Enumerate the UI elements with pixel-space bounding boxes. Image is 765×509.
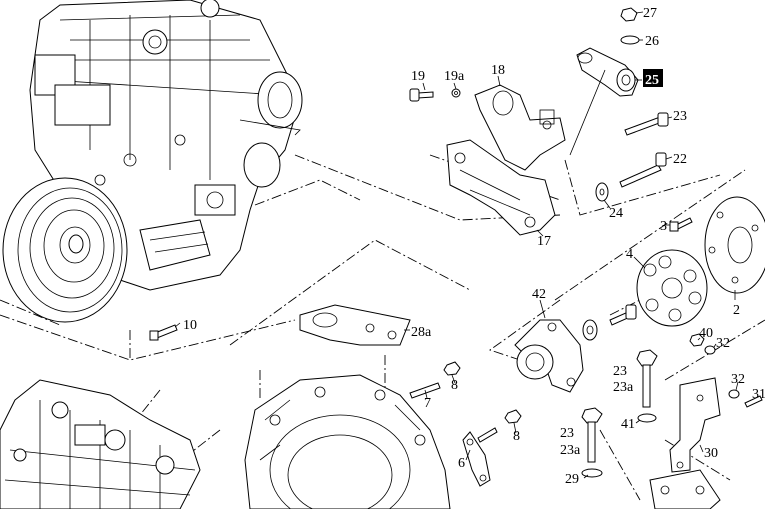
bolt-19 [409, 88, 434, 102]
nut-8a [443, 361, 461, 376]
coupling-hub-bolt [582, 304, 637, 341]
flywheel [2, 177, 128, 323]
plate-28a [299, 304, 411, 346]
callout-40: 40 [699, 326, 713, 341]
callout-8-lower: 8 [513, 429, 520, 444]
washer-32b [728, 389, 740, 399]
callout-4: 4 [626, 247, 633, 262]
callout-32-lower: 32 [731, 372, 745, 387]
flywheel-housing [244, 374, 451, 509]
bolt-31 [744, 395, 763, 408]
callout-29: 29 [565, 472, 579, 487]
callout-25-highlight [643, 69, 663, 87]
stud-near-6 [477, 427, 498, 443]
bracket-17 [446, 139, 556, 236]
bolt-23 [624, 112, 669, 136]
callout-23a-low: 23a [560, 443, 581, 458]
callout-19: 19 [411, 69, 425, 84]
bolt-22 [619, 152, 667, 188]
callout-2: 2 [733, 303, 740, 318]
callout-26: 26 [645, 34, 659, 49]
callout-25: 25 [645, 73, 659, 88]
bracket-18 [474, 84, 566, 171]
nut-8b [504, 409, 522, 424]
callout-22: 22 [673, 152, 687, 167]
leader-lines [174, 11, 739, 479]
callout-42: 42 [532, 287, 546, 302]
callout-6: 6 [458, 456, 465, 471]
callout-24: 24 [609, 206, 623, 221]
bracket-6 [462, 431, 491, 487]
callout-28a: 28a [411, 325, 432, 340]
callout-3: 3 [660, 219, 667, 234]
coupling-disc-2 [704, 196, 765, 294]
callout-41: 41 [621, 417, 635, 432]
bracket-30 [649, 377, 721, 509]
bolt-23-lower [636, 349, 658, 423]
bolt-10 [149, 324, 178, 341]
callout-7: 7 [424, 396, 431, 411]
callout-8-upper: 8 [451, 378, 458, 393]
callout-30: 30 [704, 446, 718, 461]
callout-19a: 19a [444, 69, 465, 84]
callout-23-top: 23 [673, 109, 687, 124]
nut-27 [620, 7, 638, 22]
washer-32a [704, 345, 716, 355]
callout-labels: 27 26 25 19 19a 18 23 22 24 17 3 4 2 10 … [183, 6, 765, 487]
nut-40 [689, 333, 705, 347]
callout-23-mid: 23 [613, 364, 627, 379]
washer-24 [595, 182, 609, 202]
link-25 [569, 47, 639, 156]
rubber-element-4 [636, 249, 708, 327]
callout-23-low: 23 [560, 426, 574, 441]
washer-26 [620, 35, 640, 45]
callout-23a-mid: 23a [613, 380, 634, 395]
callout-10: 10 [183, 318, 197, 333]
callout-27: 27 [643, 6, 657, 21]
callout-17: 17 [537, 234, 551, 249]
callout-32-upper: 32 [716, 336, 730, 351]
bolt-23a-lower [581, 407, 603, 478]
bracket-42 [514, 319, 584, 393]
callout-31: 31 [752, 387, 765, 402]
bolt-3 [669, 217, 693, 232]
callout-18: 18 [491, 63, 505, 78]
transmission-assembly [0, 379, 201, 509]
washer-19a [451, 88, 461, 98]
